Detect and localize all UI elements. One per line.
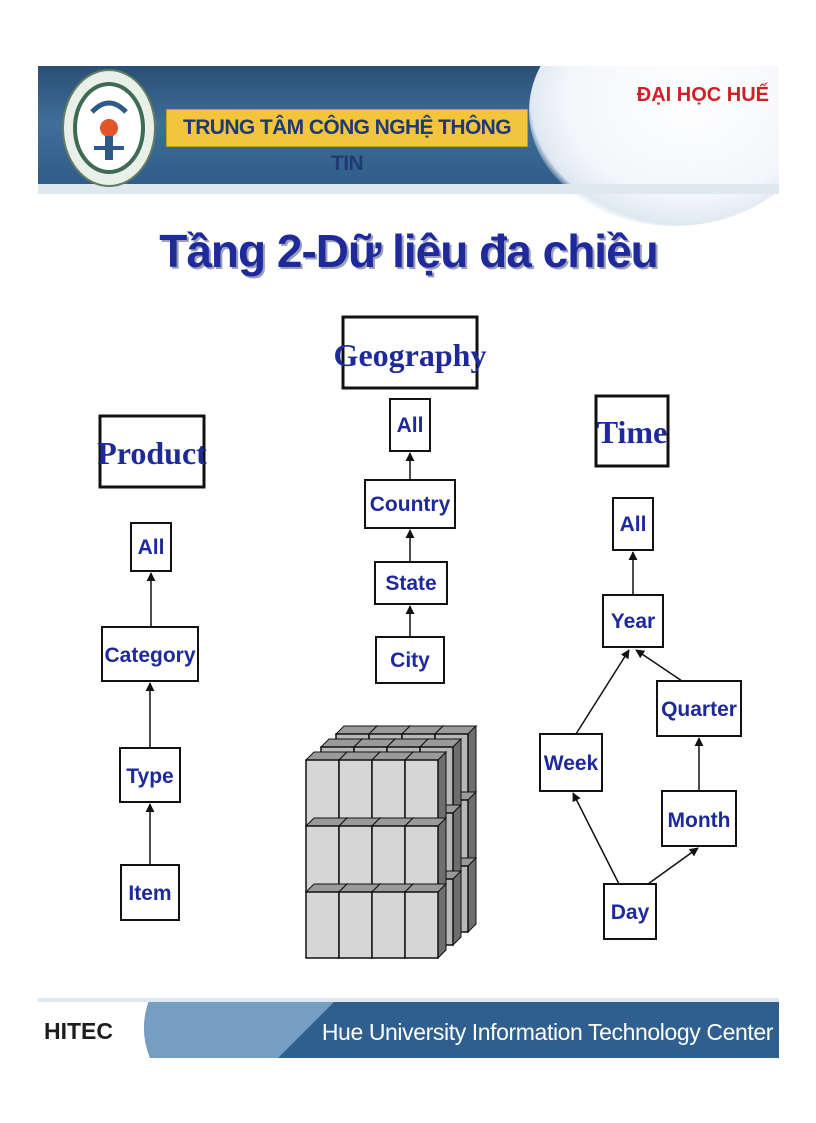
product-title-box: [98, 414, 206, 489]
time-node-all-label: All: [620, 513, 647, 536]
product-node-category: [101, 626, 199, 682]
time-edge-week-year: [575, 649, 630, 735]
slide: TRUNG TÂM CÔNG NGHỆ THÔNG TIN ĐẠI HỌC HU…: [38, 66, 779, 1058]
time-node-year: [602, 594, 664, 648]
product-node-item: [120, 864, 180, 921]
cube-front-cell-1-3: [403, 816, 448, 894]
footer-brand: HITEC: [44, 1018, 113, 1044]
time-node-day-label: Day: [611, 901, 650, 924]
university-name: ĐẠI HỌC HUẾ: [636, 84, 769, 106]
geography-node-all: [389, 398, 431, 452]
geography-title: Geography: [334, 337, 487, 373]
dimension-hierarchy-diagram: Product All Category Type Item Geography…: [38, 315, 779, 1058]
geography-node-state: [374, 561, 448, 605]
geography-node-country: [364, 479, 456, 529]
page-title: Tầng 2-Dữ liệu đa chiều: [159, 225, 659, 277]
footer-caption: Hue University Information Technology Ce…: [322, 1019, 774, 1045]
geography-node-state-label: State: [385, 572, 436, 595]
cube-front-cell-2-3: [403, 882, 448, 960]
time-node-month-label: Month: [668, 809, 731, 832]
time-node-quarter: [656, 680, 742, 737]
product-node-all: [130, 522, 172, 572]
footer-band: [38, 998, 779, 1058]
geography-node-city-label: City: [390, 649, 430, 672]
time-node-week: [539, 733, 603, 792]
product-title: Product: [97, 435, 207, 471]
product-node-all-label: All: [138, 536, 165, 559]
header-stripe: [38, 184, 779, 194]
university-logo-icon: [62, 69, 156, 187]
product-node-type: [119, 747, 181, 803]
time-edge-day-week: [572, 792, 620, 885]
time-node-all: [612, 497, 654, 551]
time-node-week-label: Week: [544, 752, 599, 775]
time-node-quarter-label: Quarter: [661, 698, 737, 721]
time-title: Time: [597, 414, 668, 450]
product-node-type-label: Type: [126, 765, 173, 788]
geography-node-country-label: Country: [370, 493, 451, 516]
data-cube-graphic: [304, 724, 478, 960]
product-node-item-label: Item: [128, 882, 171, 905]
time-edge-quarter-year: [635, 649, 683, 682]
cube-front-cell-0-3: [403, 750, 448, 828]
center-name-banner: TRUNG TÂM CÔNG NGHỆ THÔNG TIN: [166, 109, 528, 175]
geography-title-box: [341, 315, 479, 390]
geography-node-all-label: All: [397, 414, 424, 437]
time-node-year-label: Year: [611, 610, 655, 633]
time-node-day: [603, 883, 657, 940]
product-node-category-label: Category: [104, 644, 195, 667]
time-edge-day-month: [647, 847, 699, 885]
time-title-box: [594, 394, 670, 468]
header-band: TRUNG TÂM CÔNG NGHỆ THÔNG TIN ĐẠI HỌC HU…: [38, 66, 779, 226]
